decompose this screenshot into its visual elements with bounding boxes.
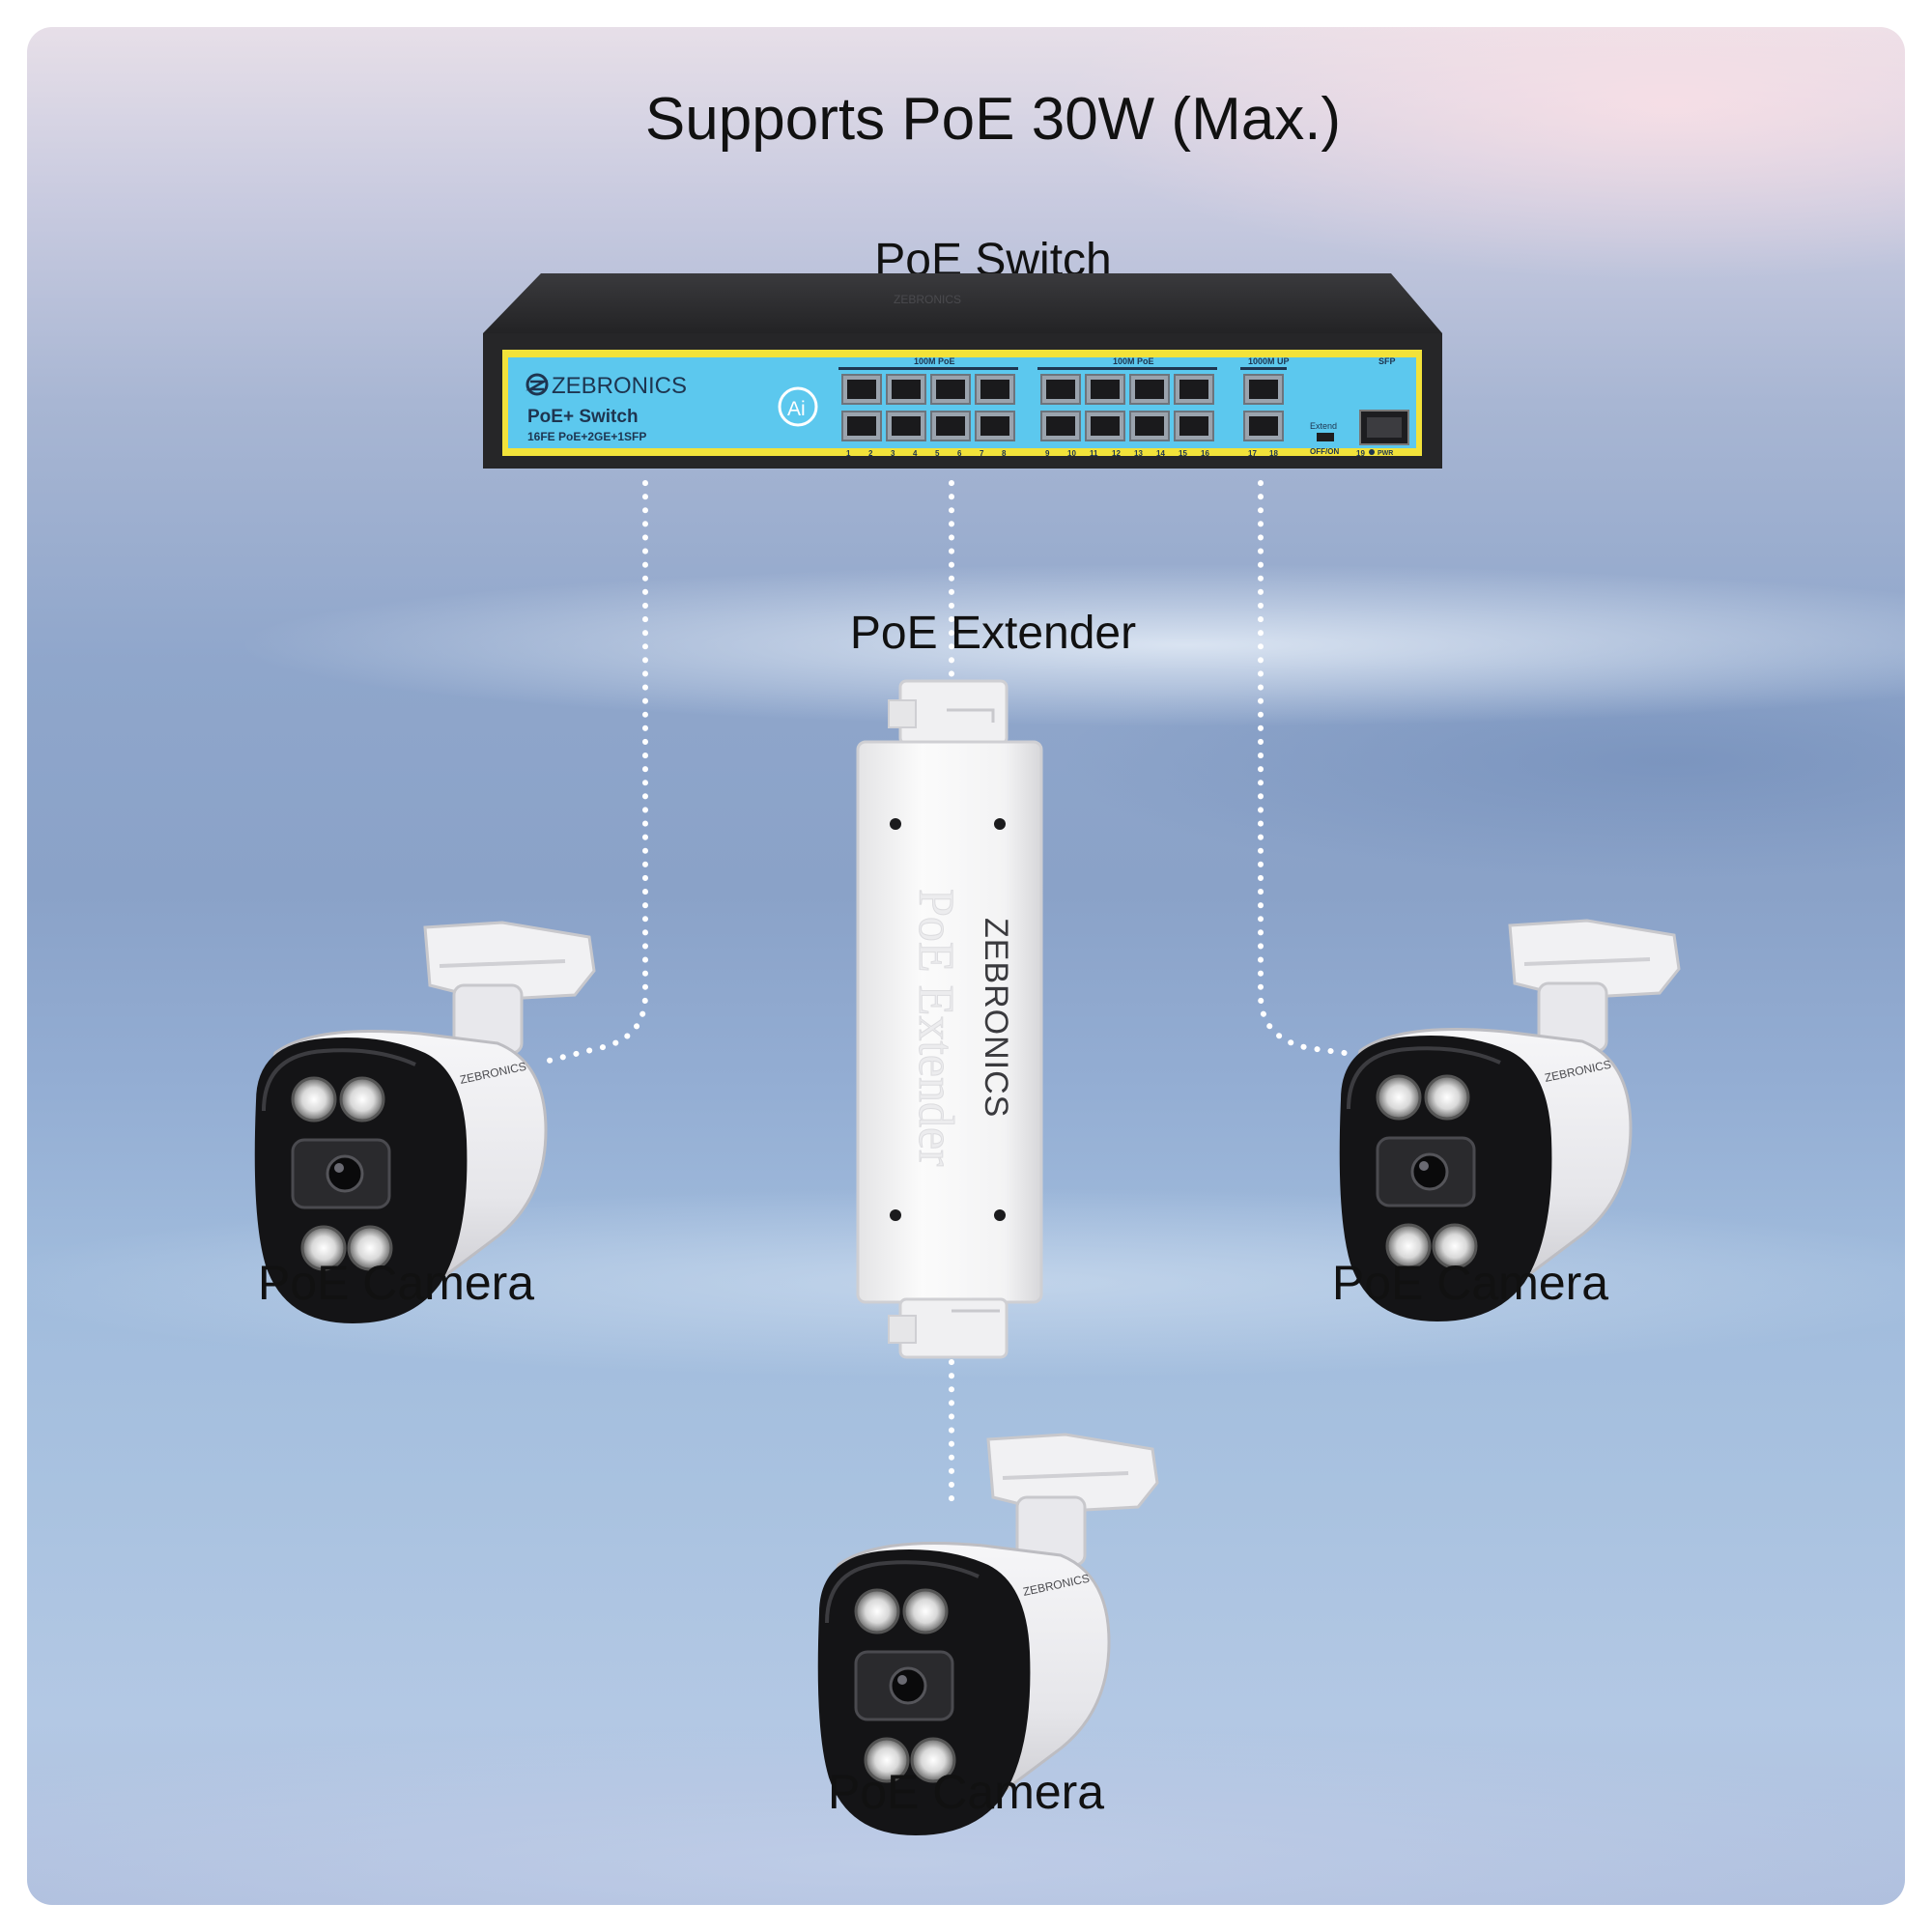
ethernet-port-icon [886, 374, 926, 405]
switch-brand: ZEBRONICS [552, 373, 687, 399]
port-array [838, 367, 1287, 441]
port-group-bracket [1240, 367, 1287, 370]
ethernet-port-icon [1040, 411, 1081, 441]
port-number: 7 [980, 449, 984, 458]
extender-embossed-text: PoE Extender [908, 889, 963, 1166]
port-number: 10 [1067, 449, 1076, 458]
ai-badge-icon: Ai [778, 386, 818, 427]
switch-model: PoE+ Switch [527, 407, 639, 427]
port-number: 3 [891, 449, 895, 458]
port-group-label: SFP [1378, 356, 1396, 366]
ethernet-port-icon [1129, 411, 1170, 441]
ethernet-port-icon [1243, 411, 1284, 441]
svg-text:Ai: Ai [787, 398, 806, 420]
extend-label: Extend [1310, 421, 1337, 431]
extend-toggle [1317, 433, 1334, 441]
port-number: 18 [1269, 449, 1278, 458]
port-number: 8 [1002, 449, 1007, 458]
ethernet-port-icon [1243, 374, 1284, 405]
ethernet-port-icon [1085, 374, 1125, 405]
camera-left-label: PoE Camera [258, 1256, 534, 1310]
extend-state: OFF/ON [1310, 447, 1339, 456]
port-number: 9 [1045, 449, 1050, 458]
port-group-bracket [838, 367, 1018, 370]
line-switch-to-right-camera [1258, 480, 1348, 1056]
port-number: 6 [957, 449, 962, 458]
extender-label: PoE Extender [849, 608, 1137, 659]
ethernet-port-icon [841, 374, 882, 405]
ethernet-port-icon [930, 374, 971, 405]
port-group-label: 100M PoE [914, 356, 955, 366]
port-group-label: 100M PoE [1113, 356, 1154, 366]
ethernet-port-icon [1040, 374, 1081, 405]
ethernet-port-icon [975, 374, 1015, 405]
port-number: 19 [1356, 449, 1365, 458]
port-number: 12 [1112, 449, 1121, 458]
connection-lines [538, 480, 1348, 1510]
port-number: 11 [1090, 449, 1098, 458]
port-number: 1 [846, 449, 851, 458]
port-number: 5 [935, 449, 940, 458]
port-number: 4 [913, 449, 918, 458]
port-number: 16 [1201, 449, 1209, 458]
camera-bottom: ZEBRONICS [815, 1433, 1159, 1837]
port-group-label: 1000M UP [1248, 356, 1290, 366]
ethernet-port-icon [1129, 374, 1170, 405]
port-number: 17 [1248, 449, 1257, 458]
ethernet-port-icon [1174, 374, 1214, 405]
headline: Supports PoE 30W (Max.) [644, 86, 1342, 153]
sfp-port-icon [1359, 410, 1409, 445]
power-label: PWR [1378, 450, 1393, 457]
port-number: 14 [1156, 449, 1165, 458]
ethernet-port-icon [886, 411, 926, 441]
ethernet-port-icon [841, 411, 882, 441]
zebronics-logo-icon [526, 373, 549, 396]
ethernet-port-icon [1174, 411, 1214, 441]
port-group-bracket [1037, 367, 1217, 370]
line-switch-to-left-camera [538, 480, 648, 1065]
poe-switch-device: ZEBRONICS ZEBRONICS PoE+ Switch 16FE PoE… [483, 273, 1442, 469]
camera-left: ZEBRONICS [252, 921, 596, 1325]
ethernet-port-icon [975, 411, 1015, 441]
camera-bottom-label: PoE Camera [828, 1765, 1104, 1819]
port-number: 2 [868, 449, 873, 458]
port-number: 13 [1134, 449, 1143, 458]
camera-right: ZEBRONICS [1337, 919, 1681, 1323]
switch-spec: 16FE PoE+2GE+1SFP [527, 430, 646, 443]
ethernet-port-icon [930, 411, 971, 441]
extender-brand: ZEBRONICS [978, 918, 1014, 1118]
ethernet-port-icon [1085, 411, 1125, 441]
camera-right-label: PoE Camera [1332, 1256, 1608, 1310]
port-number: 15 [1179, 449, 1187, 458]
poe-extender-device: ZEBRONICS PoE Extender [856, 679, 1043, 1359]
switch-top-brand: ZEBRONICS [894, 293, 961, 306]
